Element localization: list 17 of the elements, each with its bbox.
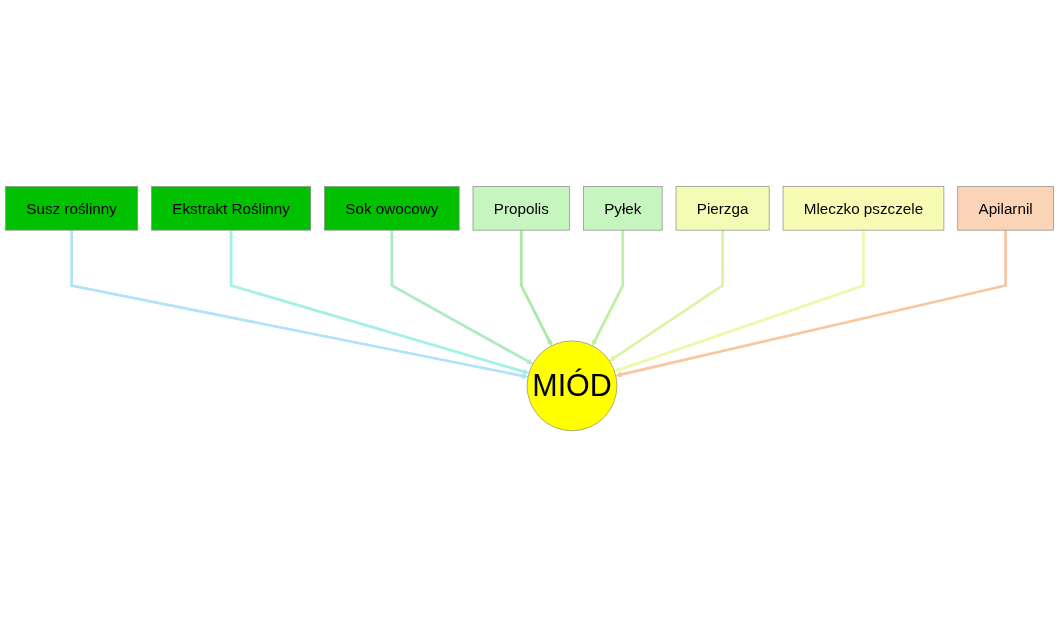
node-box: Sok owocowy (324, 186, 460, 231)
arrow (390, 230, 534, 365)
arrow (519, 230, 552, 347)
arrow (609, 230, 724, 362)
node-box: Pierzga (675, 186, 770, 231)
node-box: Mleczko pszczele (782, 186, 945, 231)
arrow (229, 230, 530, 375)
arrow (614, 230, 865, 373)
node-box: Ekstrakt Roślinny (151, 186, 312, 231)
node-circle: MIÓD (526, 340, 618, 432)
node-box: Pyłek (583, 186, 663, 231)
node-box: Propolis (472, 186, 570, 231)
node-box: Susz roślinny (5, 186, 138, 231)
arrow (592, 230, 625, 347)
arrow (70, 230, 529, 380)
node-box: Apilarnil (957, 186, 1054, 231)
arrow (615, 230, 1007, 378)
